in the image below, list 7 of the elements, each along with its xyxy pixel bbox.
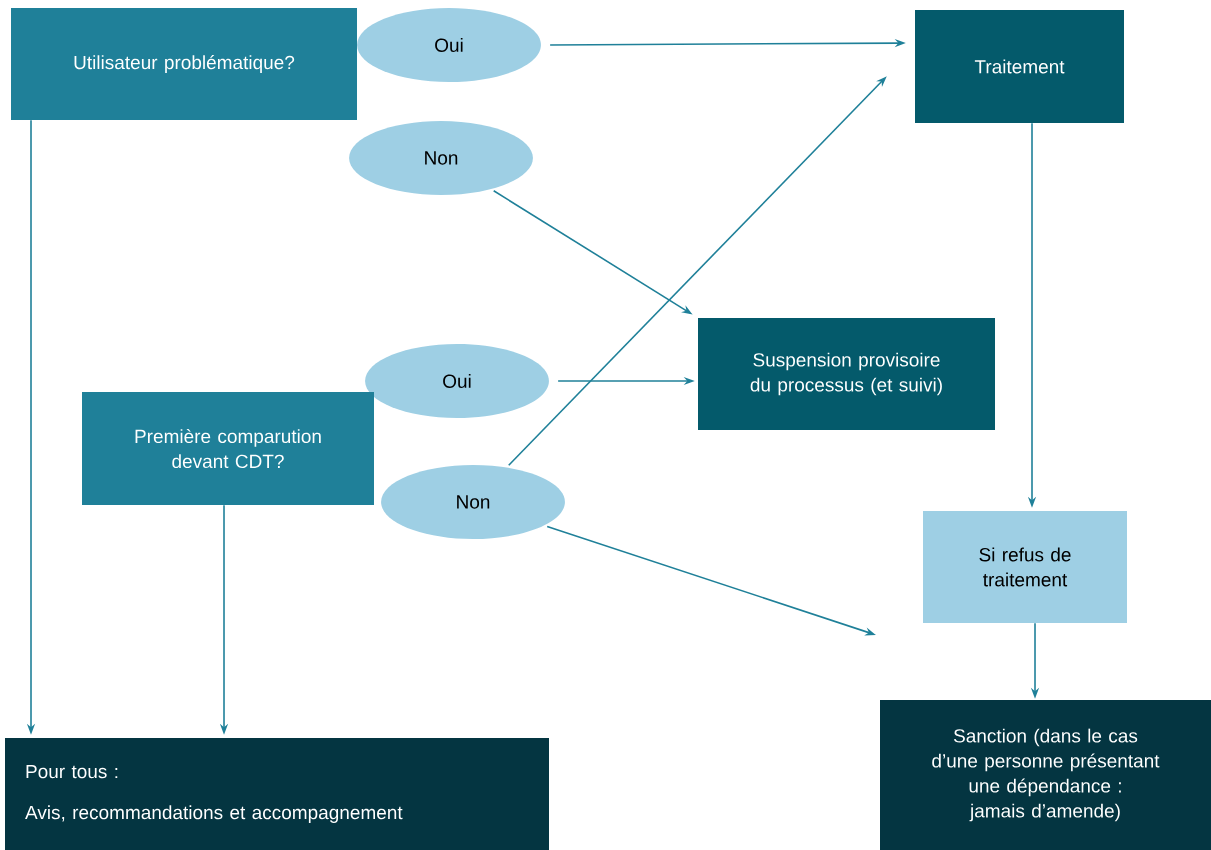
question-box: Utilisateur problématique? [11,8,357,120]
condition-box: Si refus de traitement [923,511,1127,623]
action-box: Traitement [915,10,1124,123]
question-box: Première comparution devant CDT? [82,392,374,505]
outcome-box: Pour tous : Avis, recommandations et accompagnement [5,738,549,850]
outcome-box: Sanction (dans le cas d’une personne présentant une dépendance : jamais d’amende) [880,700,1211,850]
action-box: Suspension provisoire du processus (et suivi) [698,318,995,430]
